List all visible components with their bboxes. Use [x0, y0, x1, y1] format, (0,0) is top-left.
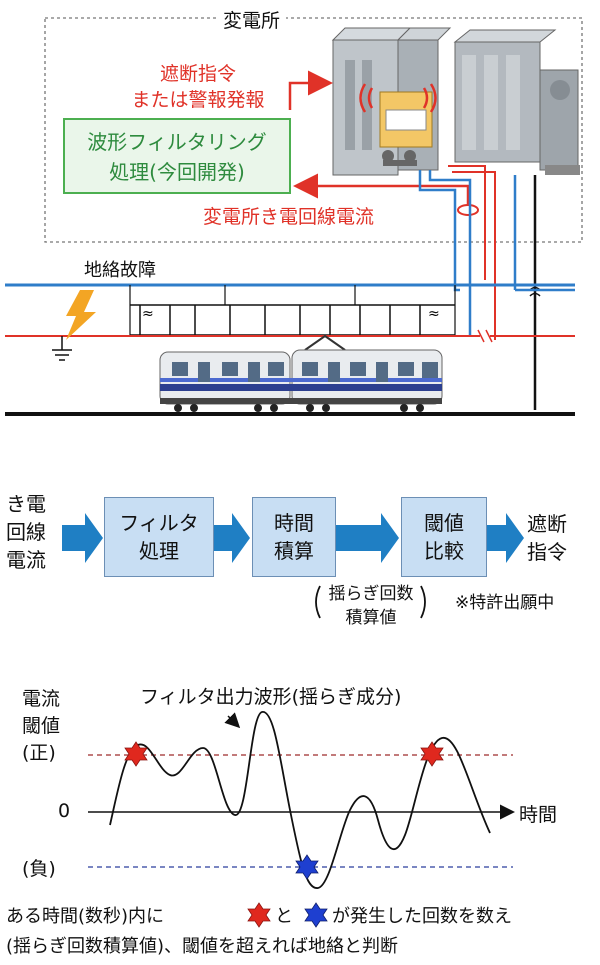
flow-output-line1: 遮断	[527, 512, 567, 536]
flow-input-line3: 電流	[6, 548, 46, 572]
threshold-box-line1: 閾値	[424, 511, 464, 535]
flow-input-line2: 回線	[6, 520, 46, 544]
current-sensor	[457, 204, 479, 216]
alert-line2: または警報発報	[131, 89, 265, 111]
caption-line2: (揺らぎ回数積算値)、閾値を超えれば地絡と判断	[6, 936, 399, 957]
flow-output-line2: 指令	[527, 540, 567, 564]
fluctuation-note: 揺らぎ回数 積算値	[328, 582, 414, 630]
blue-star-icon	[304, 902, 328, 928]
x-axis-label: 時間	[519, 804, 558, 826]
alert-line1: 遮断指令	[159, 63, 236, 85]
caption-part2: と	[275, 906, 293, 927]
flow-output-label: 遮断 指令	[527, 510, 567, 566]
filter-box-line1: フィルタ	[119, 511, 199, 535]
filter-line2: 処理(今回開発)	[109, 160, 245, 184]
transformer-equipment	[453, 29, 580, 175]
time-box-line1: 時間	[274, 511, 314, 535]
y-label-line1: 電流	[22, 688, 61, 710]
flow-input-line1: き電	[6, 492, 46, 516]
time-integration-box: 時間 積算	[252, 497, 336, 577]
substation-title: 変電所	[217, 6, 287, 33]
positive-label: (正)	[22, 742, 56, 764]
caption-part1: ある時間(数秒)内に	[6, 906, 165, 927]
y-axis-label: 電流 閾値 (正)	[22, 686, 60, 767]
fault-label: 地絡故障	[84, 260, 156, 281]
alert-arrow	[288, 70, 333, 110]
filter-process-box: 波形フィルタリング 処理(今回開発)	[63, 118, 291, 194]
substation-boundary	[44, 17, 583, 243]
train-image	[159, 349, 443, 412]
droppers	[139, 305, 421, 335]
pantograph-icon	[304, 334, 346, 351]
filter-line1: 波形フィルタリング	[87, 130, 267, 154]
switchgear-equipment	[331, 27, 452, 176]
time-box-line2: 積算	[274, 539, 314, 563]
negative-label: (負)	[22, 858, 56, 880]
current-arrow	[293, 173, 470, 205]
filter-box: フィルタ 処理	[104, 497, 214, 577]
filter-box-line2: 処理	[139, 539, 179, 563]
y-label-line2: 閾値	[22, 715, 61, 737]
flow-input-label: き電 回線 電流	[6, 490, 46, 574]
red-star-icon	[124, 741, 148, 767]
red-star-icon	[420, 741, 444, 767]
threshold-compare-box: 閾値 比較	[401, 497, 487, 577]
lightning-icon	[66, 290, 96, 340]
caption-part3: が発生した回数を数え	[332, 906, 512, 927]
current-label: 変電所き電回線電流	[203, 206, 375, 228]
waveform-title: フィルタ出力波形(揺らぎ成分)	[140, 686, 402, 708]
patent-note: ※特許出願中	[455, 593, 555, 613]
flow-arrows	[62, 513, 524, 563]
svg-text:≈: ≈	[142, 306, 154, 322]
waveform-curve	[109, 711, 491, 889]
threshold-box-line2: 比較	[424, 539, 464, 563]
note-line1: 揺らぎ回数	[328, 584, 414, 604]
note-line2: 積算値	[345, 608, 397, 628]
blue-star-icon	[295, 854, 319, 880]
red-star-icon	[247, 902, 271, 928]
svg-text:≈: ≈	[428, 306, 440, 322]
zero-label: 0	[58, 800, 71, 822]
